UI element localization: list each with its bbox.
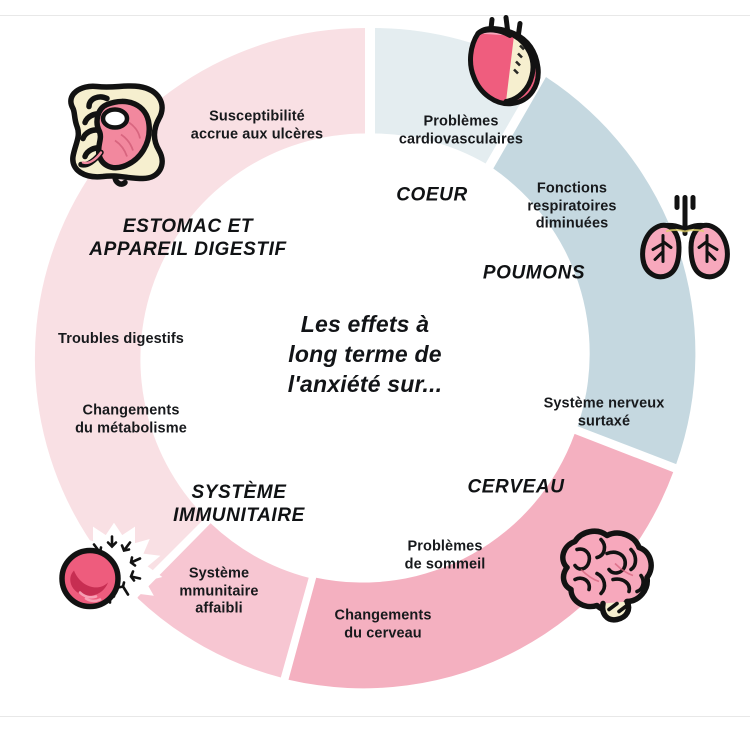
segment-brain[interactable] [288,433,674,689]
center-hub [260,253,470,463]
top-divider [0,15,750,16]
blood-cell-icon [52,515,172,636]
segment-immune[interactable] [137,523,309,678]
lungs-icon [633,192,737,289]
bottom-divider [0,716,750,717]
stomach-intestine-icon [55,79,177,196]
segment-lungs[interactable] [493,77,696,465]
heart-icon [456,12,548,121]
brain-icon [545,524,663,633]
